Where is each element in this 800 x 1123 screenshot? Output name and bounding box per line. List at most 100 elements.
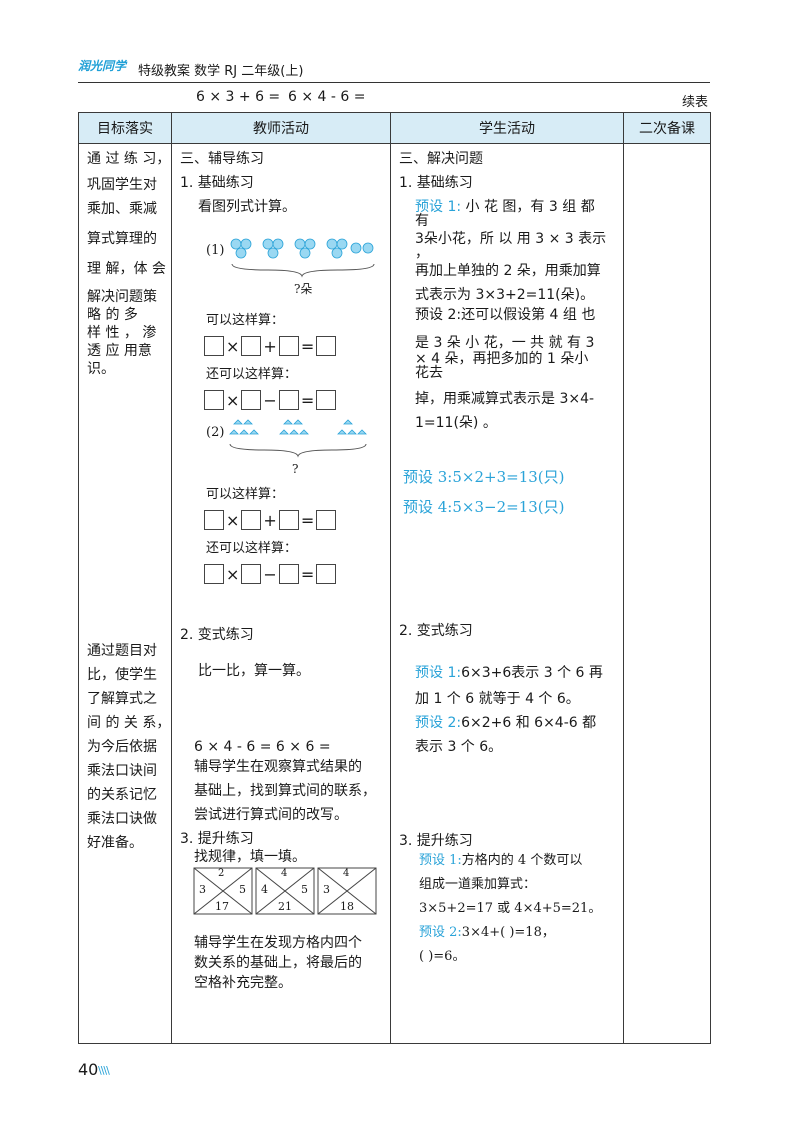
- bird-icon-group: [229, 419, 367, 435]
- top-equation-right: 6 × 4 - 6 =: [288, 89, 366, 105]
- blank-box[interactable]: [278, 336, 299, 356]
- teacher-cell: 三、辅导练习 1. 基础练习 看图列式计算。 (1) ?朵 可以这: [171, 143, 391, 1044]
- lesson-table: 目标落实 教师活动 学生活动 二次备课 通 过 练 习， 巩固学生对 乘加、乘减…: [78, 112, 711, 1044]
- student-answer-line: 加 1 个 6 就等于 4 个 6。: [415, 691, 580, 707]
- student-preset-3: 预设 3:5×2+3=13(只): [403, 468, 565, 486]
- header-goals: 目标落实: [78, 112, 172, 144]
- teacher-basic-instruction: 看图列式计算。: [198, 199, 296, 215]
- goal-line: 间 的 关 系，: [87, 715, 171, 731]
- figure1-question: ?朵: [294, 282, 313, 296]
- goal-line: 透 应 用意: [87, 343, 152, 359]
- student-answer-line: 预设 1: 小 花 图，有 3 组 都: [415, 199, 595, 215]
- goals-cell: 通 过 练 习， 巩固学生对 乘加、乘减 算式算理的 理 解，体 会 解决问题策…: [78, 143, 172, 1044]
- goal-line: 好准备。: [87, 835, 143, 851]
- page-decoration: \\\\: [98, 1064, 110, 1077]
- puzzle1-top: 2: [218, 868, 225, 879]
- goal-line: 比，使学生: [87, 667, 157, 683]
- blank-box[interactable]: [241, 510, 262, 530]
- puzzle1-right: 5: [239, 883, 246, 896]
- blank-box[interactable]: [204, 510, 224, 530]
- student-answer-line: 式表示为 3×3+2=11(朵)。: [415, 287, 595, 303]
- plus-sign: +: [263, 510, 277, 530]
- notes-cell: [623, 143, 711, 1044]
- puzzle2-top: 4: [281, 868, 288, 879]
- puzzle1-bottom: 17: [215, 900, 229, 913]
- student-section-title: 三、解决问题: [399, 151, 483, 167]
- blank-box[interactable]: [241, 564, 262, 584]
- header-rule: [78, 82, 710, 83]
- teacher-guide-line: 基础上，找到算式间的联系，: [194, 783, 376, 799]
- equation-template-minus-2: × − =: [204, 564, 337, 584]
- teacher-guide-line: 辅导学生在观察算式结果的: [194, 759, 362, 775]
- goal-line: 理 解，体 会: [87, 261, 166, 277]
- student-answer-line: 1=11(朵) 。: [415, 415, 497, 431]
- times-sign: ×: [226, 510, 240, 530]
- puzzle2-left: 4: [261, 883, 268, 896]
- student-answer-line: 预设 2:3×4+( )=18，: [419, 925, 555, 940]
- teacher-variant-equations: 6 × 4 - 6 = 6 × 6 =: [194, 739, 331, 755]
- blank-box[interactable]: [316, 564, 337, 584]
- page-number: 40: [78, 1060, 99, 1079]
- blank-box[interactable]: [241, 336, 262, 356]
- blank-box[interactable]: [316, 336, 337, 356]
- continued-label: 续表: [682, 95, 709, 110]
- times-sign: ×: [226, 390, 240, 410]
- teacher-guide-line: 辅导学生在发现方格内四个: [194, 935, 362, 951]
- top-equation-left: 6 × 3 + 6 =: [196, 89, 281, 105]
- blank-box[interactable]: [204, 390, 224, 410]
- bird-groups-figure: [229, 419, 367, 458]
- teacher-guide-line: 尝试进行算式间的改写。: [194, 807, 348, 823]
- figure2-question: ?: [292, 462, 299, 476]
- blank-box[interactable]: [204, 564, 224, 584]
- puzzle3-left: 3: [323, 883, 330, 896]
- teacher-basic-title: 1. 基础练习: [180, 175, 254, 191]
- book-title: 特级教案 数学 RJ 二年级(上): [138, 64, 304, 79]
- flower-groups-figure: [230, 238, 375, 278]
- student-cell: 三、解决问题 1. 基础练习 预设 1: 小 花 图，有 3 组 都 有 3朵小…: [390, 143, 624, 1044]
- student-answer-line: 预设 2:6×2+6 和 6×4-6 都: [415, 715, 597, 731]
- teacher-guide-line: 数关系的基础上，将最后的: [194, 955, 362, 971]
- student-variant-title: 2. 变式练习: [399, 623, 473, 639]
- student-answer-line: ，: [415, 245, 429, 261]
- figure1-method-b: 还可以这样算：: [206, 367, 298, 382]
- goal-line: 乘加、乘减: [87, 201, 157, 217]
- equals-sign: =: [300, 336, 315, 356]
- blank-box[interactable]: [278, 510, 299, 530]
- student-answer-line: 预设 1:方格内的 4 个数可以: [419, 853, 583, 868]
- minus-sign: −: [263, 564, 277, 584]
- figure2-label: (2): [206, 425, 225, 440]
- student-answer-line: 表示 3 个 6。: [415, 739, 503, 755]
- equals-sign: =: [300, 564, 315, 584]
- goal-line: 为今后依据: [87, 739, 157, 755]
- student-answer-line: 掉，用乘减算式表示是 3×4-: [415, 391, 595, 407]
- times-sign: ×: [226, 336, 240, 356]
- puzzle1-left: 3: [199, 883, 206, 896]
- student-answer-line: 组成一道乘加算式：: [419, 877, 537, 892]
- student-answer-line: 再加上单独的 2 朵，用乘加算: [415, 263, 601, 279]
- goal-line: 解决问题策: [87, 289, 157, 305]
- teacher-advance-instruction: 找规律，填一填。: [194, 849, 306, 865]
- flower-icon-group: [230, 238, 374, 259]
- figure1-label: (1): [206, 243, 225, 258]
- header-student: 学生活动: [390, 112, 624, 144]
- blank-box[interactable]: [278, 564, 299, 584]
- puzzle2-bottom: 21: [278, 900, 292, 913]
- puzzle-boxes: 2 3 5 17 4 4 5 21 4 3 18: [192, 866, 378, 916]
- blank-box[interactable]: [204, 336, 224, 356]
- student-answer-line: 花去: [415, 365, 443, 381]
- student-answer-line: 3朵小花，所 以 用 3 × 3 表示: [415, 231, 607, 247]
- blank-box[interactable]: [316, 390, 337, 410]
- plus-sign: +: [263, 336, 277, 356]
- teacher-guide-line: 空格补充完整。: [194, 975, 292, 991]
- blank-box[interactable]: [278, 390, 299, 410]
- blank-box[interactable]: [241, 390, 262, 410]
- goal-line: 通过题目对: [87, 643, 157, 659]
- student-advance-title: 3. 提升练习: [399, 833, 473, 849]
- equation-template-minus: × − =: [204, 390, 337, 410]
- student-answer-line: × 4 朵，再把多加的 1 朵小: [415, 351, 589, 367]
- blank-box[interactable]: [316, 510, 337, 530]
- puzzle3-bottom: 18: [340, 900, 354, 913]
- equals-sign: =: [300, 510, 315, 530]
- puzzle2-right: 5: [301, 883, 308, 896]
- teacher-variant-instruction: 比一比，算一算。: [198, 663, 310, 679]
